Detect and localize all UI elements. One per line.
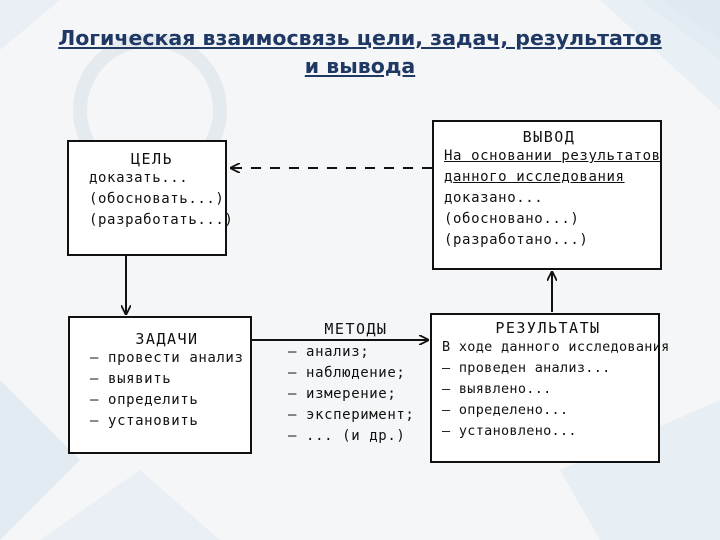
tasks-line: — провести анализ bbox=[90, 350, 244, 366]
conclusion-line: данного исследования bbox=[444, 169, 625, 185]
conclusion-header: ВЫВОД bbox=[522, 128, 576, 146]
results-line: — выявлено... bbox=[442, 381, 552, 397]
results-box: РЕЗУЛЬТАТЫ В ходе данного исследования —… bbox=[430, 313, 670, 463]
conclusion-line: (разработано...) bbox=[444, 232, 589, 248]
page-title-line-1: Логическая взаимосвязь цели, задач, резу… bbox=[58, 26, 662, 50]
goal-box: ЦЕЛЬ доказать... (обосновать...) (разраб… bbox=[67, 140, 234, 256]
methods-line: — анализ; bbox=[288, 344, 370, 360]
tasks-line: — выявить bbox=[90, 371, 172, 387]
goal-line: доказать... bbox=[89, 170, 189, 186]
methods-line: — измерение; bbox=[288, 386, 397, 402]
conclusion-box: ВЫВОД На основании результатов данного и… bbox=[432, 120, 662, 270]
conclusion-line: На основании результатов bbox=[444, 148, 661, 164]
conclusion-line: доказано... bbox=[444, 190, 544, 206]
methods-line: — эксперимент; bbox=[288, 407, 415, 423]
results-line: — определено... bbox=[442, 402, 569, 418]
results-line: — установлено... bbox=[442, 423, 577, 439]
conclusion-line: (обосновано...) bbox=[444, 211, 580, 227]
page-title: Логическая взаимосвязь цели, задач, резу… bbox=[20, 24, 700, 80]
methods-block: МЕТОДЫ — анализ; — наблюдение; — измерен… bbox=[288, 320, 424, 447]
tasks-box: ЗАДАЧИ — провести анализ — выявить — опр… bbox=[68, 316, 252, 454]
methods-line: — ... (и др.) bbox=[288, 428, 406, 444]
goal-line: (разработать...) bbox=[89, 212, 234, 228]
results-header: РЕЗУЛЬТАТЫ bbox=[495, 319, 601, 337]
results-line: — проведен анализ... bbox=[442, 360, 611, 376]
page-title-line-2: и вывода bbox=[304, 54, 416, 78]
goal-header: ЦЕЛЬ bbox=[130, 150, 174, 168]
results-line: В ходе данного исследования bbox=[442, 339, 670, 355]
methods-header: МЕТОДЫ bbox=[324, 320, 388, 338]
goal-line: (обосновать...) bbox=[89, 191, 225, 207]
tasks-header: ЗАДАЧИ bbox=[135, 330, 199, 348]
tasks-line: — определить bbox=[90, 392, 199, 408]
tasks-line: — установить bbox=[90, 413, 199, 429]
methods-line: — наблюдение; bbox=[288, 365, 406, 381]
